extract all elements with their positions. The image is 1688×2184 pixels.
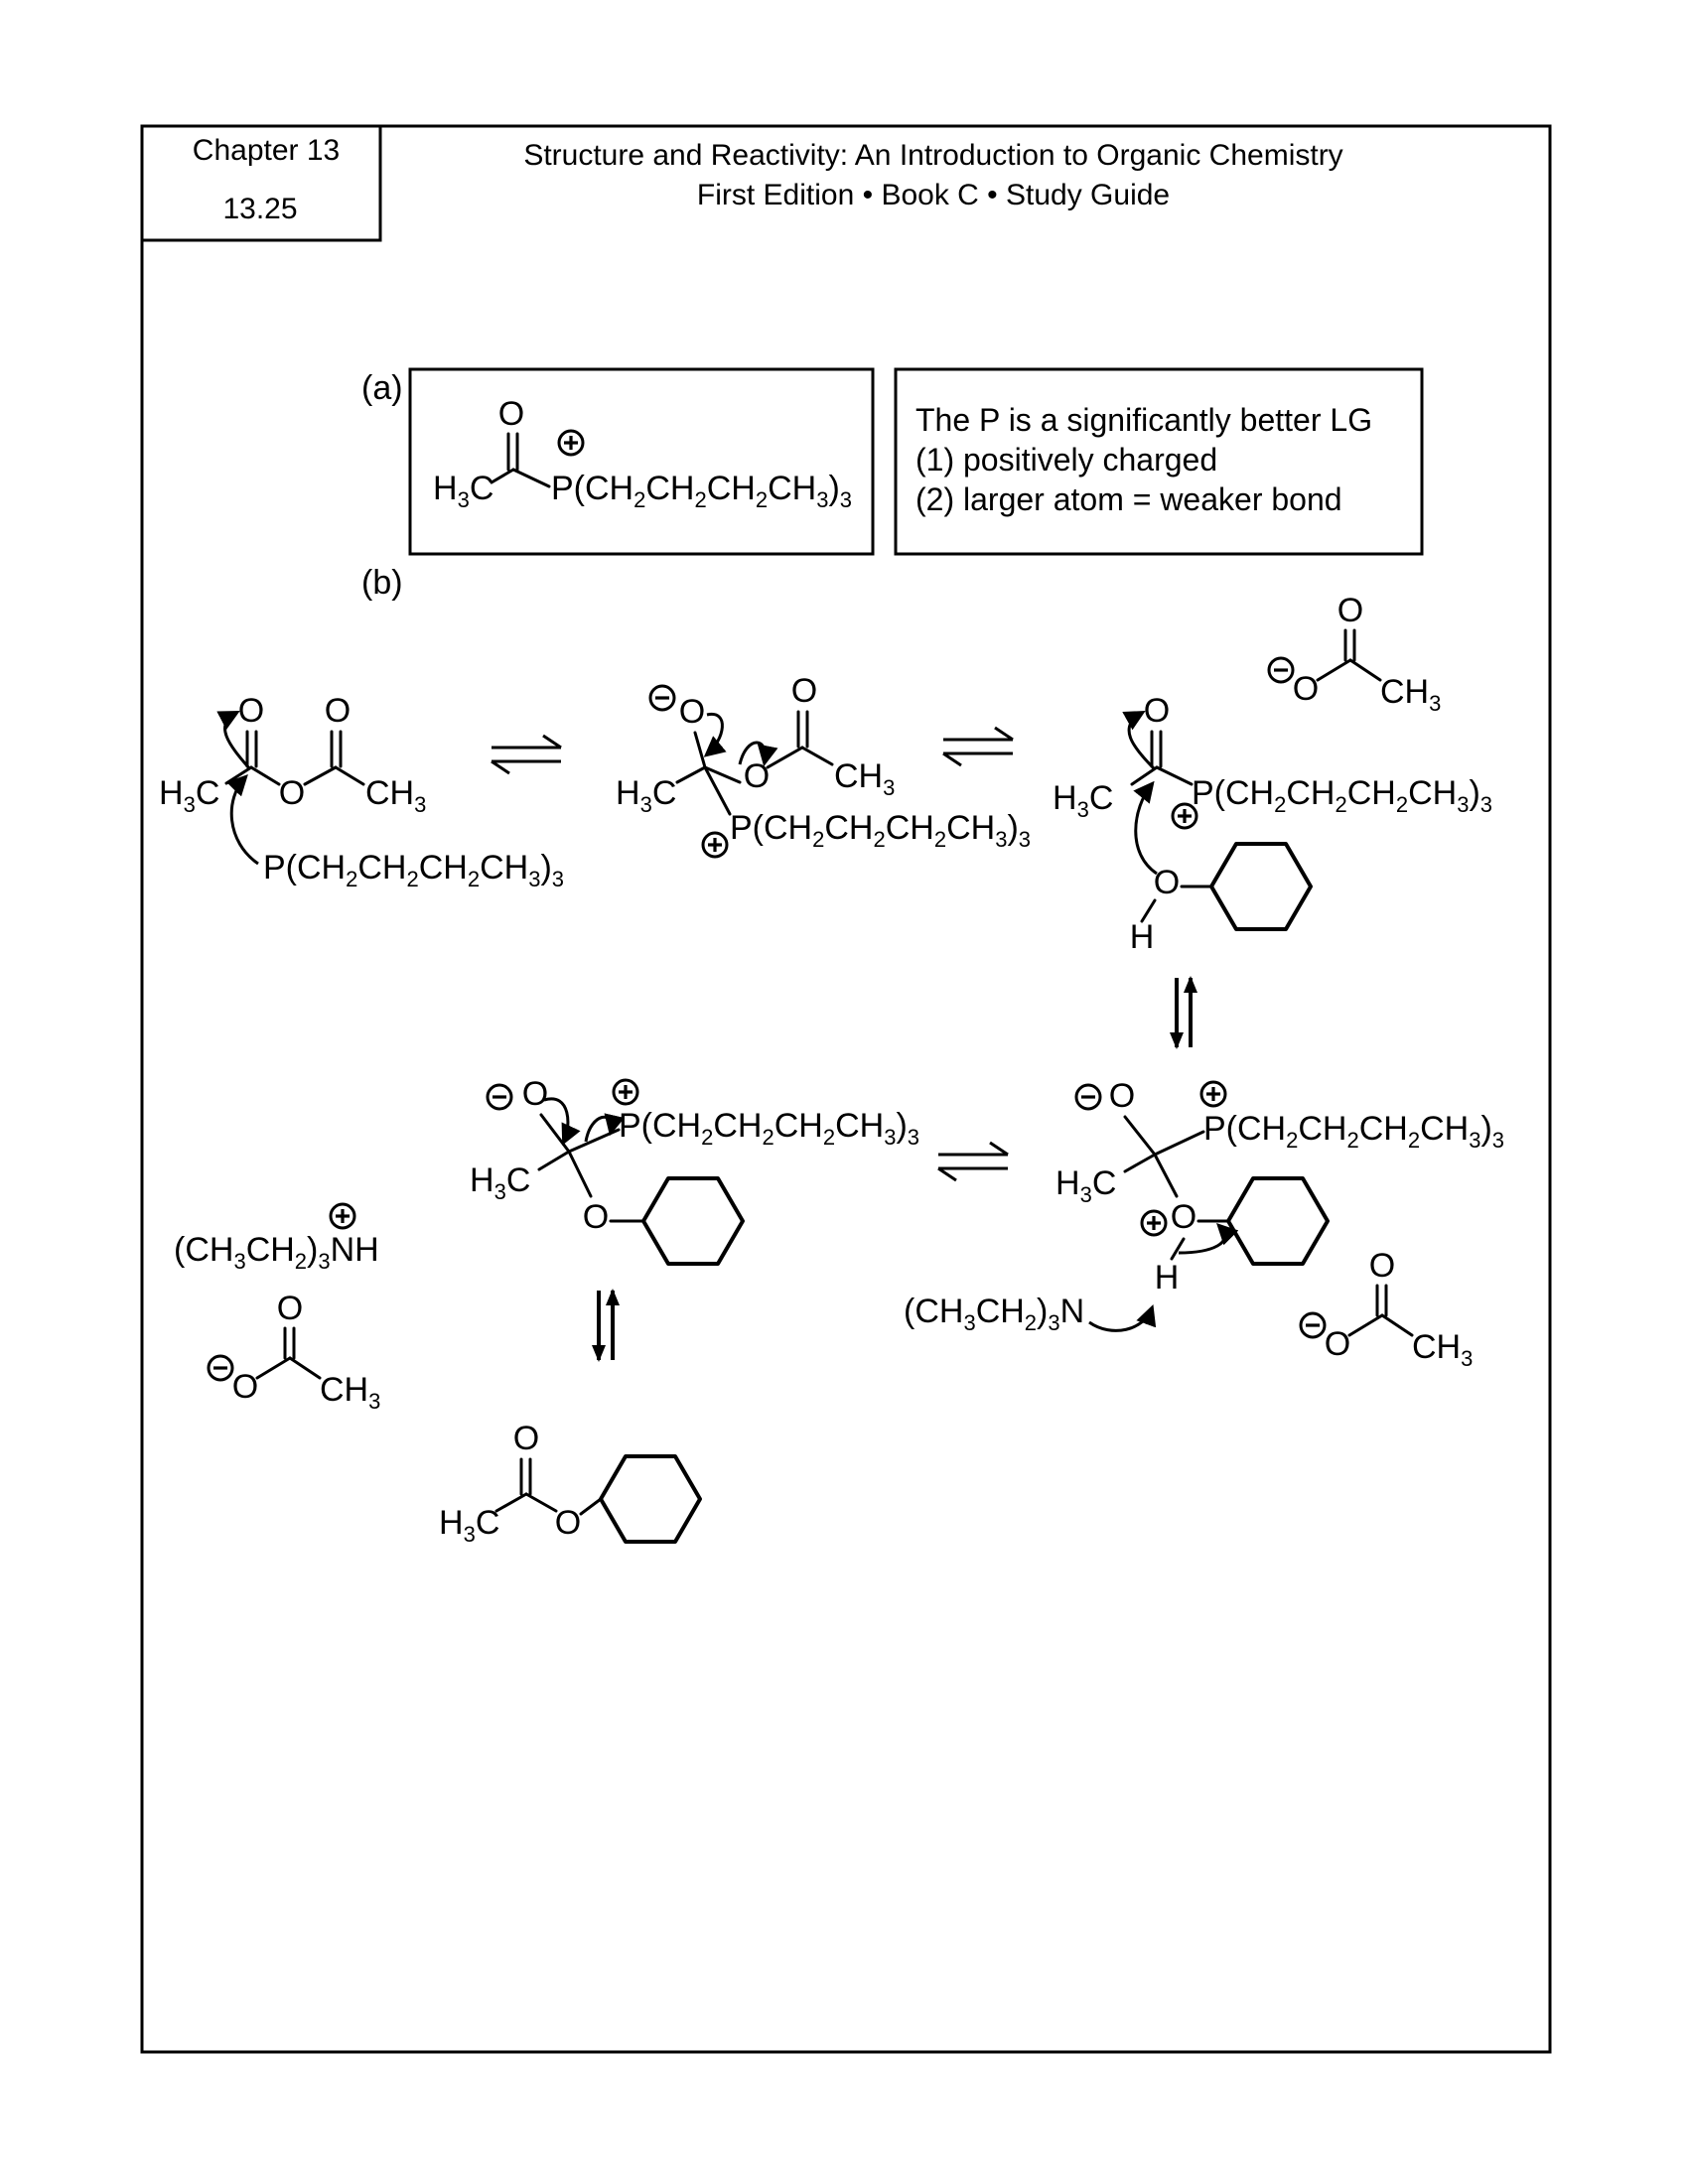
acetate-ion-2: O O CH3 (1299, 1247, 1473, 1371)
svg-text:P(CH2CH2CH2CH3)3: P(CH2CH2CH2CH3)3 (1203, 1110, 1504, 1153)
svg-text:O: O (1293, 670, 1319, 708)
svg-text:CH3: CH3 (1412, 1328, 1473, 1371)
part-b-label: (b) (361, 564, 403, 602)
svg-text:H3C: H3C (1055, 1164, 1116, 1207)
svg-text:CH3: CH3 (1380, 673, 1441, 716)
note-line-3: (2) larger atom = weaker bond (915, 481, 1342, 517)
book-edition: First Edition • Book C • Study Guide (697, 179, 1170, 211)
svg-text:O: O (791, 672, 817, 710)
acylphosphonium-structure: O H3C P(CH2CH2CH2CH3)3 (433, 395, 852, 512)
svg-text:H: H (1155, 1259, 1180, 1297)
page-frame (140, 124, 1552, 2054)
equilibrium-arrow-3 (1168, 974, 1199, 1051)
svg-text:H3C: H3C (616, 774, 676, 817)
svg-text:O: O (1154, 864, 1180, 901)
triethylammonium-acetate: (CH3CH2)3NH O O CH3 (174, 1202, 380, 1414)
svg-text:H3C: H3C (159, 774, 219, 817)
cyclohexyl-acetate-product: O H3C O (439, 1420, 702, 1547)
equilibrium-arrow-5 (590, 1287, 622, 1364)
note-line-2: (1) positively charged (915, 442, 1217, 478)
svg-text:O: O (1171, 1198, 1196, 1236)
svg-text:CH3: CH3 (365, 774, 426, 817)
equilibrium-arrow-1 (490, 734, 563, 775)
svg-text:O: O (232, 1368, 258, 1406)
svg-text:O: O (744, 757, 770, 795)
svg-text:O: O (1325, 1325, 1350, 1363)
svg-text:O: O (1369, 1247, 1395, 1285)
svg-text:O: O (583, 1198, 609, 1236)
problem-number: 13.25 (222, 193, 297, 225)
svg-text:O: O (1337, 592, 1363, 629)
svg-text:O: O (522, 1075, 548, 1113)
book-title: Structure and Reactivity: An Introductio… (523, 139, 1342, 172)
equilibrium-arrow-2 (941, 726, 1015, 767)
svg-text:(CH3CH2)3NH: (CH3CH2)3NH (174, 1231, 379, 1274)
protonated-tetrahedral-intermediate: O P(CH2CH2CH2CH3)3 H3C O H (CH3CH2)3N (904, 1077, 1504, 1335)
svg-text:O: O (325, 692, 351, 730)
acetate-ion-1: O O CH3 (1267, 592, 1441, 716)
svg-text:H3C: H3C (439, 1504, 499, 1547)
svg-text:O: O (1144, 692, 1170, 730)
svg-text:H3C: H3C (1053, 779, 1113, 822)
positive-charge-icon (557, 429, 585, 457)
tetrahedral-intermediate-1: O H3C O O CH3 P(CH2CH2CH2CH3)3 (616, 672, 1031, 859)
svg-text:O: O (555, 1504, 581, 1542)
svg-text:H3C: H3C (470, 1161, 530, 1204)
svg-text:H3C: H3C (433, 470, 493, 512)
svg-text:P(CH2CH2CH2CH3)3: P(CH2CH2CH2CH3)3 (263, 849, 564, 891)
part-a-structure-box (408, 367, 875, 556)
svg-text:P(CH2CH2CH2CH3)3: P(CH2CH2CH2CH3)3 (619, 1107, 919, 1150)
chapter-label: Chapter 13 (193, 134, 340, 167)
tetrahedral-intermediate-2: O P(CH2CH2CH2CH3)3 H3C O (470, 1075, 919, 1266)
svg-text:CH3: CH3 (320, 1371, 380, 1414)
svg-text:P(CH2CH2CH2CH3)3: P(CH2CH2CH2CH3)3 (1192, 774, 1492, 817)
part-a-note-box (894, 367, 1424, 556)
equilibrium-arrow-4 (936, 1141, 1010, 1182)
svg-text:P(CH2CH2CH2CH3)3: P(CH2CH2CH2CH3)3 (551, 470, 852, 512)
svg-text:O: O (1109, 1077, 1135, 1115)
svg-text:CH3: CH3 (834, 757, 895, 800)
svg-text:O: O (679, 693, 705, 731)
svg-text:O: O (279, 774, 305, 812)
acetic-anhydride-and-tributylphosphine: O H3C O O CH3 P(CH2CH2CH2CH3)3 (159, 692, 564, 891)
svg-text:O: O (513, 1420, 539, 1457)
acylphosphonium-and-cyclohexanol: O H3C P(CH2CH2CH2CH3)3 O H (1053, 692, 1492, 956)
chapter-box (140, 124, 382, 242)
note-line-1: The P is a significantly better LG (915, 402, 1372, 438)
svg-text:(CH3CH2)3N: (CH3CH2)3N (904, 1293, 1084, 1335)
svg-text:O: O (277, 1290, 303, 1327)
part-a-label: (a) (361, 369, 403, 407)
svg-text:O: O (498, 395, 524, 433)
svg-text:H: H (1130, 918, 1155, 956)
svg-text:O: O (238, 692, 264, 730)
svg-text:P(CH2CH2CH2CH3)3: P(CH2CH2CH2CH3)3 (730, 809, 1031, 852)
